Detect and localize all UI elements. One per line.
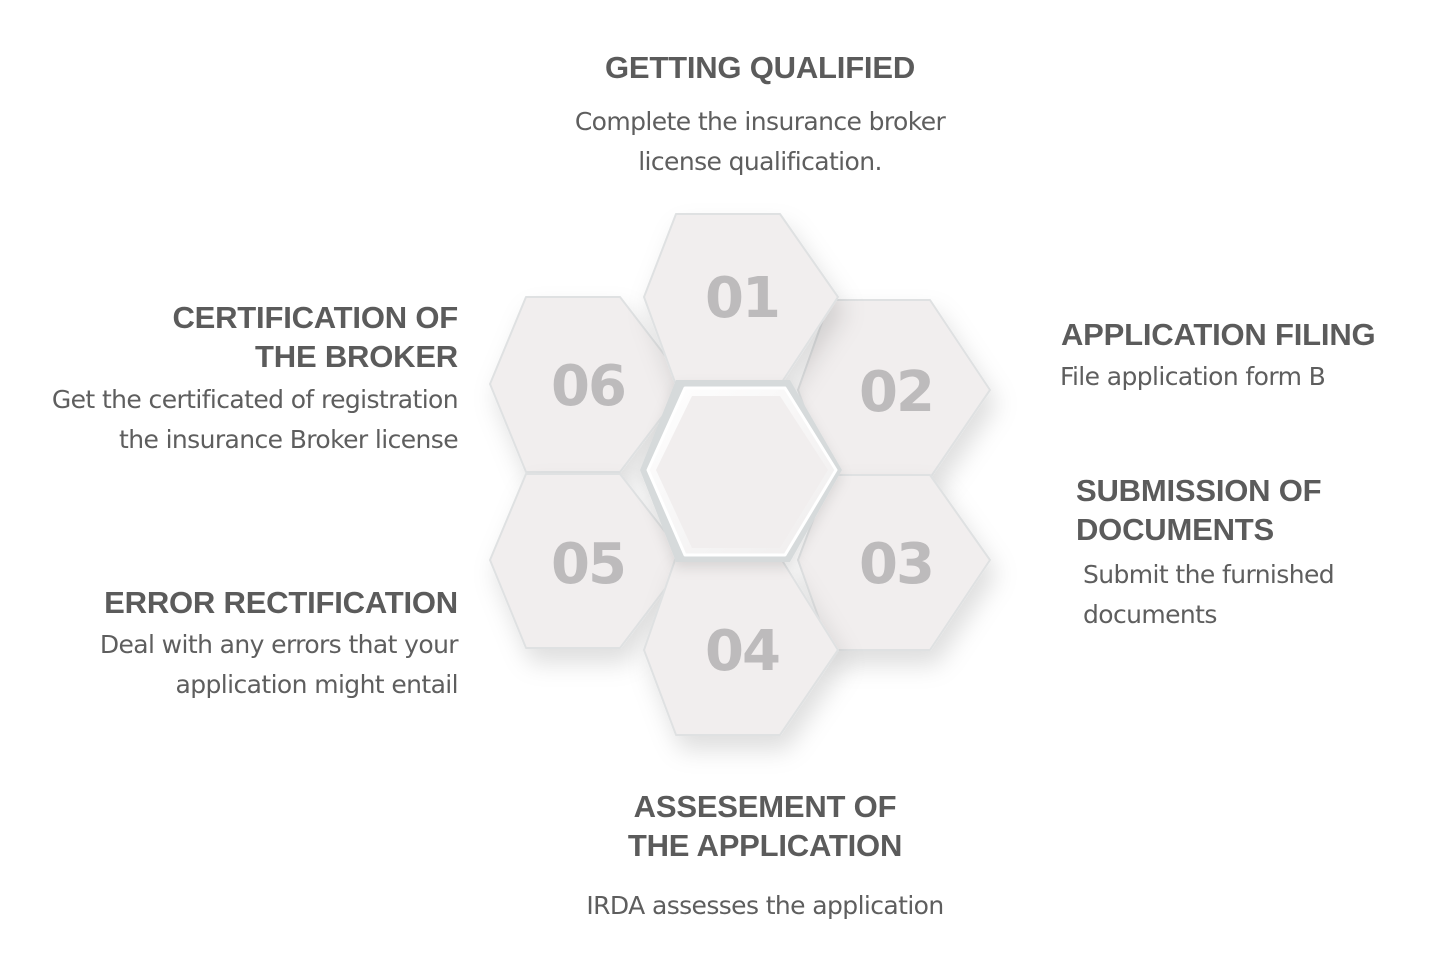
- hexagon-04: 04: [643, 556, 839, 736]
- step-02-title-line: APPLICATION FILING: [1061, 317, 1376, 352]
- step-01-description: Complete the insurance broker license qu…: [520, 102, 1000, 182]
- step-02-description: File application form B: [1060, 357, 1440, 397]
- hexagon-03-number: 03: [859, 532, 933, 597]
- step-03-description-line: Submit the furnished: [1083, 560, 1335, 589]
- step-05-description: Deal with any errors that your applicati…: [0, 625, 459, 705]
- step-03-description-line: documents: [1083, 600, 1217, 629]
- step-02-title: APPLICATION FILING: [1061, 315, 1440, 354]
- step-04-title-line: ASSESEMENT OF: [633, 789, 897, 824]
- step-05-description-line: Deal with any errors that your: [99, 630, 459, 659]
- step-01-description-line: Complete the insurance broker: [574, 107, 946, 136]
- step-06-title: CERTIFICATION OF THE BROKER: [40, 298, 458, 376]
- hexagon-05: 05: [489, 473, 688, 649]
- step-04-title: ASSESEMENT OF THE APPLICATION: [540, 787, 990, 865]
- hexagon-06-number: 06: [551, 354, 625, 419]
- step-05-description-line: application might entail: [175, 670, 459, 699]
- hexagon-01: 01: [643, 213, 839, 386]
- step-04-description: IRDA assesses the application: [520, 886, 1010, 926]
- hexagon-cluster: 06 05 02 03 04 01: [489, 213, 991, 736]
- step-04-description-line: IRDA assesses the application: [586, 891, 944, 920]
- step-06-description-line: the insurance Broker license: [119, 425, 459, 454]
- step-04-title-line: THE APPLICATION: [627, 828, 903, 863]
- hexagon-diagram: 06 05 02 03 04 01: [480, 200, 1010, 750]
- step-06-title-line: THE BROKER: [255, 339, 458, 374]
- hexagon-03: 03: [797, 474, 991, 651]
- step-06-title-line: CERTIFICATION OF: [172, 300, 458, 335]
- step-02-description-line: File application form B: [1060, 362, 1326, 391]
- hexagon-01-number: 01: [705, 266, 779, 331]
- step-01-title-line: GETTING QUALIFIED: [604, 50, 916, 85]
- step-01-title: GETTING QUALIFIED: [540, 48, 980, 87]
- hexagon-center: [640, 380, 842, 562]
- hexagon-05-number: 05: [551, 532, 625, 597]
- hexagon-06: 06: [489, 296, 688, 473]
- step-03-description: Submit the furnished documents: [1083, 555, 1440, 635]
- step-01-description-line: license qualification.: [638, 147, 882, 176]
- hexagon-04-number: 04: [705, 619, 779, 684]
- hexagon-02-number: 02: [859, 360, 933, 425]
- step-05-title-line: ERROR RECTIFICATION: [104, 585, 458, 620]
- step-06-description: Get the certificated of registration the…: [0, 380, 459, 460]
- step-03-title: SUBMISSION OF DOCUMENTS: [1076, 471, 1440, 549]
- step-03-title-line: DOCUMENTS: [1076, 512, 1274, 547]
- step-06-description-line: Get the certificated of registration: [51, 385, 459, 414]
- step-03-title-line: SUBMISSION OF: [1076, 473, 1322, 508]
- step-05-title: ERROR RECTIFICATION: [40, 583, 458, 622]
